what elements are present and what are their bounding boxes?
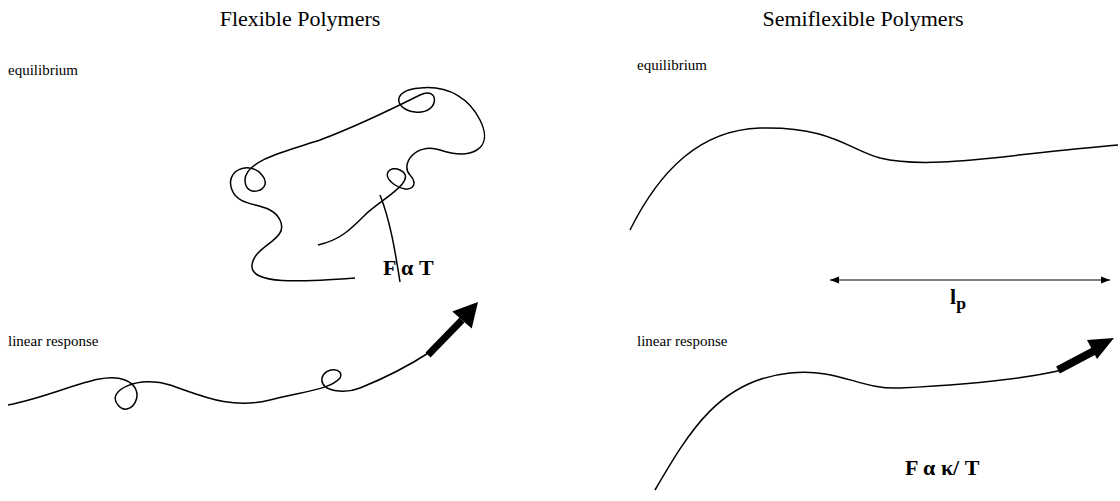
flexible-coil — [230, 88, 484, 281]
row-label: equilibrium — [8, 62, 78, 79]
force-label: F α T — [383, 255, 434, 280]
row-label: equilibrium — [637, 57, 707, 74]
semiflexible-stretched-chain — [655, 370, 1062, 490]
column-heading: Flexible Polymers — [220, 6, 381, 31]
force-arrow-head — [1087, 338, 1114, 359]
force-arrow-shaft — [1058, 351, 1094, 370]
persistence-length-arrow — [830, 279, 1110, 280]
row-label: linear response — [8, 333, 98, 350]
force-label: F α κ/ T — [905, 455, 979, 480]
force-arrow-head — [452, 302, 478, 329]
semiflexible-chain — [630, 128, 1118, 230]
column-heading: Semiflexible Polymers — [762, 6, 963, 31]
flexible-stretched-chain — [8, 352, 430, 409]
row-label: linear response — [637, 333, 727, 350]
persistence-length-label: lp — [950, 284, 966, 313]
force-arrow-shaft — [428, 320, 462, 355]
